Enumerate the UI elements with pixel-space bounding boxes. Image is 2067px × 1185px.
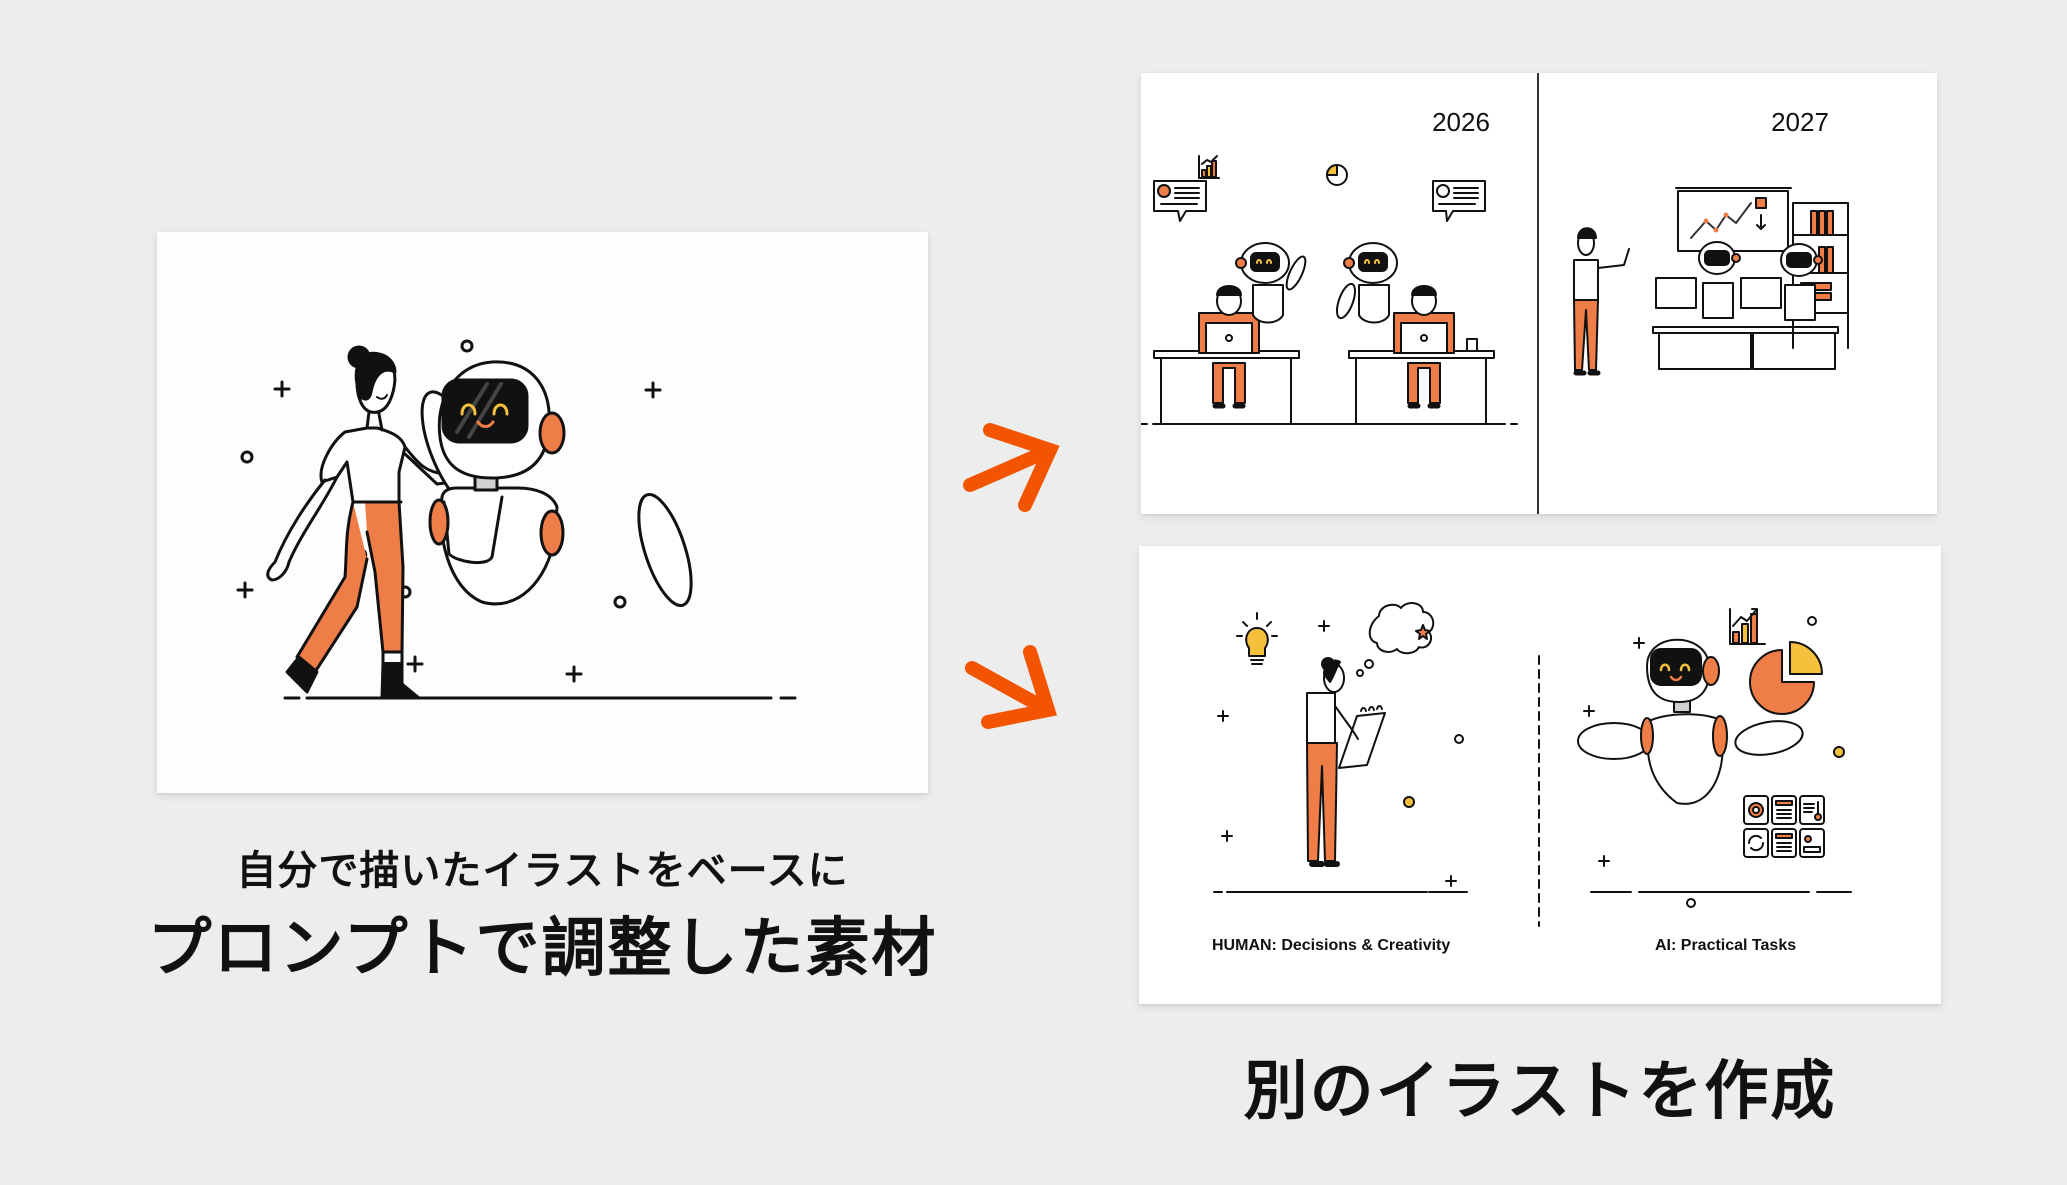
original-illustration-card [157,232,928,793]
thought-cloud [1356,602,1435,677]
high-five-illustration [236,339,797,700]
arrow-up-right-icon [963,423,1060,729]
person-with-laptop-1 [1198,285,1260,409]
timeline-illustration-card: 2026 2027 [1141,73,1937,514]
pie-chart-icon [1749,641,1823,715]
desk-robot-1 [1698,241,1741,319]
robot-assistant [1577,638,1804,805]
caption-result: 別のイラストを作成 [1243,1055,1837,1129]
year-2026-label: 2026 [1432,107,1490,137]
task-icons-grid [1743,795,1825,858]
caption-subtitle: 自分で描いたイラストをベースに [236,848,849,894]
roles-illustration-card: HUMAN: Decisions & Creativity AI: Practi… [1139,546,1941,1004]
desk-robot-2 [1780,243,1823,321]
man-presenting [1573,227,1630,376]
human-vs-ai-illustration [1213,602,1852,927]
sync-icon [1743,828,1769,858]
year-2027-label: 2027 [1771,107,1829,137]
office-timeline-illustration [1141,73,1849,514]
bar-chart-icon [1198,155,1220,179]
lightbulb-icon [1236,612,1278,665]
floating-robot-1 [1235,242,1307,324]
person-with-laptop-2 [1393,285,1478,409]
woman-with-notepad [1306,657,1386,867]
caption-title: プロンプトで調整した素材 [147,912,938,986]
bar-chart-icon [1729,608,1766,645]
ai-role-label: AI: Practical Tasks [1655,937,1797,954]
floating-robot-2 [1335,242,1398,324]
pie-chart-icon [1326,164,1348,186]
sparkle-plus-icon [236,380,662,683]
human-role-label: HUMAN: Decisions & Creativity [1212,937,1451,954]
